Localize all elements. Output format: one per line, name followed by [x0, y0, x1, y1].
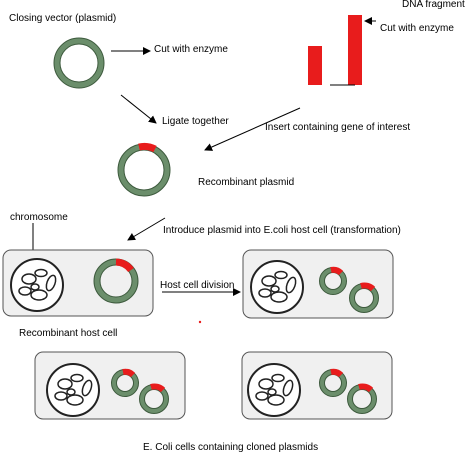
label-host-cell-division: Host cell division	[160, 280, 235, 291]
divided-host-cell	[242, 249, 394, 319]
label-chromosome: chromosome	[10, 212, 68, 223]
recombinant-host-cell	[2, 249, 154, 317]
label-ecoli-cloned: E. Coli cells containing cloned plasmids	[143, 442, 319, 453]
cloned-cell-left	[34, 351, 186, 420]
label-recombinant-host-cell: Recombinant host cell	[19, 328, 118, 339]
label-recombinant-plasmid: Recombinant plasmid	[198, 177, 295, 188]
label-cut-with-enzyme-1: Cut with enzyme	[154, 44, 228, 55]
red-dot	[198, 320, 202, 324]
closing-vector-plasmid	[53, 37, 105, 89]
label-insert: Insert containing gene of interest	[265, 122, 411, 133]
label-closing-vector: Closing vector (plasmid)	[9, 13, 117, 24]
label-dna-fragment: DNA fragment	[402, 0, 465, 10]
cloned-cell-right	[241, 351, 393, 420]
label-ligate-together: Ligate together	[162, 116, 229, 127]
dna-fragment-bars	[308, 15, 362, 85]
label-introduce: Introduce plasmid into E.coli host cell …	[163, 225, 401, 236]
recombinant-plasmid	[117, 142, 171, 197]
label-cut-with-enzyme-2: Cut with enzyme	[380, 23, 454, 34]
